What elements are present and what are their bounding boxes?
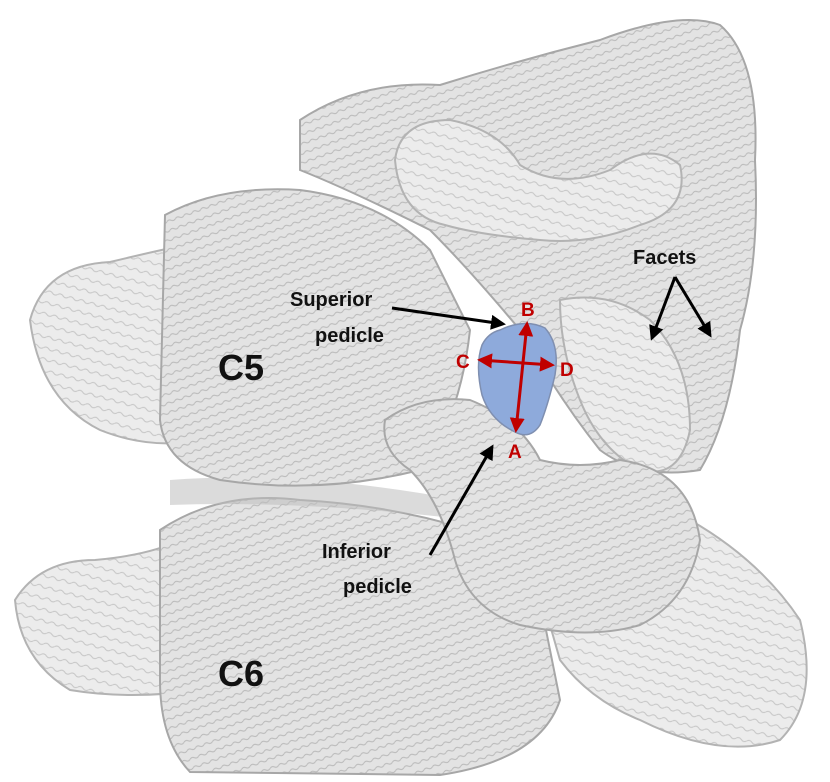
point-b-label: B <box>521 300 535 321</box>
point-d-label: D <box>560 360 574 381</box>
c6-label: C6 <box>218 653 264 694</box>
point-a-label: A <box>508 442 522 463</box>
point-c-label: C <box>456 352 470 373</box>
inferior-pedicle-label-line2: pedicle <box>343 576 412 598</box>
inferior-pedicle-label-line1: Inferior <box>322 541 391 563</box>
c5-label: C5 <box>218 347 264 388</box>
facets-label: Facets <box>633 247 696 269</box>
superior-pedicle-label-line2: pedicle <box>315 325 384 347</box>
superior-pedicle-label-line1: Superior <box>290 289 372 311</box>
